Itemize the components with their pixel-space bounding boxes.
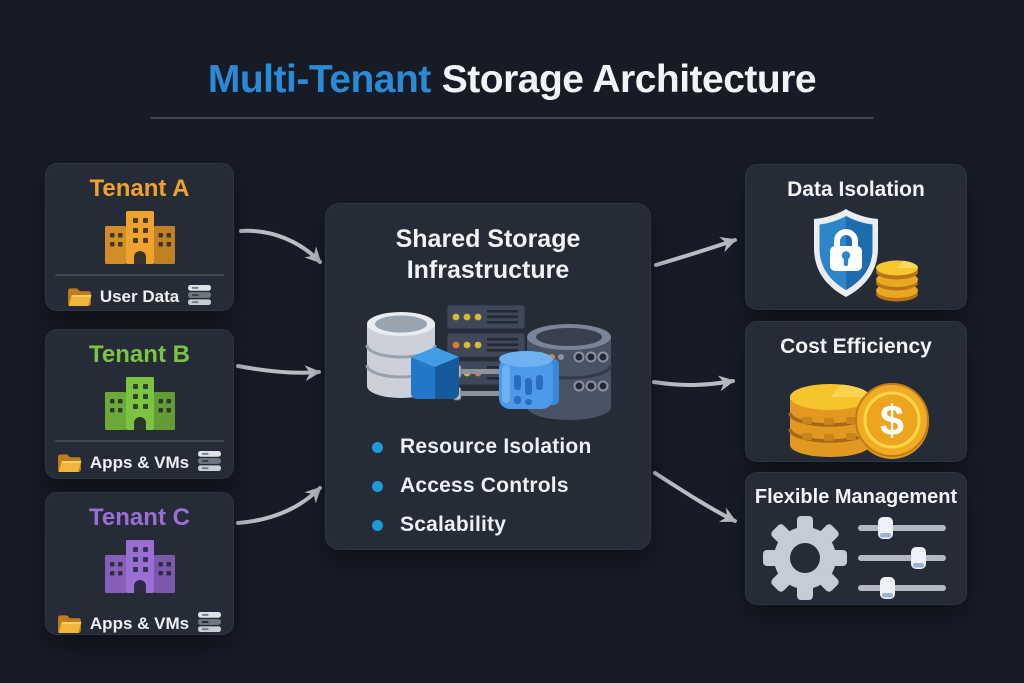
bullet-dot	[372, 480, 383, 492]
tenant-a-data-label: User Data	[99, 286, 180, 306]
arrow-tenant-a-to-storage	[239, 228, 322, 264]
tenant-c-card: Tenant C	[45, 492, 234, 635]
tenant-c-data-label: Apps & VMs	[89, 613, 190, 633]
gear-icon	[763, 516, 847, 600]
flexible-management-title: Flexible Management	[754, 486, 958, 508]
cost-efficiency-title: Cost Efficiency	[780, 335, 932, 358]
arrow-tenant-b-to-storage	[236, 364, 321, 382]
folder-icon	[67, 286, 92, 309]
dollar-coin-icon: $	[855, 383, 929, 459]
list-item: Resource Isolation	[372, 435, 591, 459]
tenant-b-title: Tenant B	[89, 341, 190, 368]
title-accent: Multi-Tenant	[207, 58, 431, 101]
cost-efficiency-card: Cost Efficiency	[745, 321, 967, 462]
coins-dollar-icon: $	[780, 363, 932, 461]
tenant-a-card: Tenant A	[45, 163, 234, 311]
tenant-b-data-row: Apps & VMs	[57, 451, 222, 475]
flexible-management-card: Flexible Management	[745, 472, 967, 605]
storage-drum-icon	[525, 324, 613, 420]
tenant-c-title: Tenant C	[89, 504, 190, 531]
folder-icon	[57, 452, 82, 475]
shared-storage-card: Shared Storage Infrastructure	[325, 203, 651, 550]
card-divider	[55, 440, 224, 442]
card-divider	[55, 274, 224, 276]
building-icon	[102, 209, 178, 265]
bullet-dot	[372, 441, 383, 453]
storage-stack-icon	[197, 451, 222, 475]
blue-barrel-icon	[499, 351, 559, 409]
tenant-b-card: Tenant B	[45, 329, 234, 479]
data-isolation-title: Data Isolation	[787, 178, 925, 201]
arrow-storage-to-isolation	[654, 237, 737, 267]
tenant-a-title: Tenant A	[89, 175, 190, 202]
shared-storage-title: Shared Storage Infrastructure	[395, 225, 581, 284]
storage-stack-icon	[197, 612, 222, 636]
arrow-storage-to-cost	[652, 375, 735, 392]
tenant-c-data-row: Apps & VMs	[57, 612, 222, 636]
building-icon	[102, 375, 178, 431]
list-item: Scalability	[372, 513, 591, 537]
bullet-dot	[372, 519, 383, 531]
list-item: Access Controls	[372, 474, 591, 498]
data-isolation-card: Data Isolation	[745, 164, 967, 310]
coin-stack-icon	[876, 260, 918, 302]
title-rest: Storage Architecture	[441, 58, 817, 101]
storage-stack-icon	[187, 285, 212, 309]
building-icon	[102, 538, 178, 594]
feature-bullet-list: Resource Isolation Access Controls Scala…	[372, 435, 591, 537]
tenant-b-data-label: Apps & VMs	[89, 452, 190, 472]
blue-cube-icon	[411, 347, 459, 399]
storage-cluster-illustration	[359, 299, 619, 429]
title-divider	[150, 117, 874, 119]
tenant-a-data-row: User Data	[67, 285, 212, 309]
sliders-icon	[858, 517, 946, 599]
shield-lock-coins-icon	[781, 206, 931, 306]
dollar-glyph: $	[880, 397, 904, 445]
gear-sliders-icon	[761, 513, 951, 601]
folder-icon	[57, 613, 82, 636]
arrow-storage-to-management	[653, 471, 737, 523]
arrow-tenant-c-to-storage	[236, 486, 322, 525]
